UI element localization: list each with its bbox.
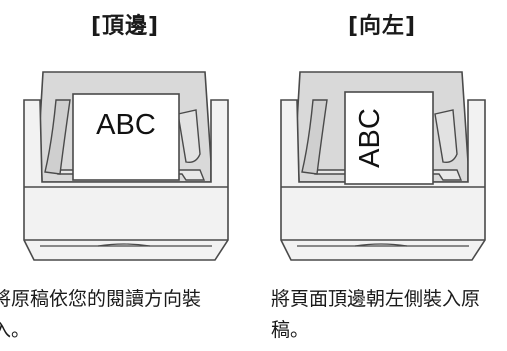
panel-left-edge: [向左] ABC 將頁面頂邊朝左側裝入原稿。 bbox=[257, 0, 507, 351]
tray-handle bbox=[354, 243, 408, 247]
panel-top-edge: [頂邊] ABC 將原稿依您的閱讀方向裝入。 bbox=[0, 0, 250, 351]
feeder-right bbox=[434, 109, 458, 164]
tray-handle bbox=[97, 243, 151, 247]
paper-text: ABC bbox=[96, 109, 156, 141]
instruction-caption: 將原稿依您的閱讀方向裝入。 bbox=[0, 288, 202, 341]
feeder-guide bbox=[44, 99, 71, 175]
feeder-guide bbox=[301, 99, 328, 175]
instruction-caption: 將頁面頂邊朝左側裝入原稿。 bbox=[271, 288, 481, 341]
printer-body bbox=[23, 99, 229, 261]
printer-illustration: ABC bbox=[280, 71, 486, 261]
printer-illustration: ABC bbox=[23, 71, 229, 261]
paper-text: ABC bbox=[354, 108, 386, 168]
panel-title: [頂邊] bbox=[90, 14, 160, 39]
panel-title: [向左] bbox=[347, 14, 417, 39]
feeder-right bbox=[177, 109, 201, 164]
paper-sheet bbox=[344, 91, 434, 185]
paper-sheet bbox=[72, 93, 180, 181]
printer-body bbox=[280, 99, 486, 261]
